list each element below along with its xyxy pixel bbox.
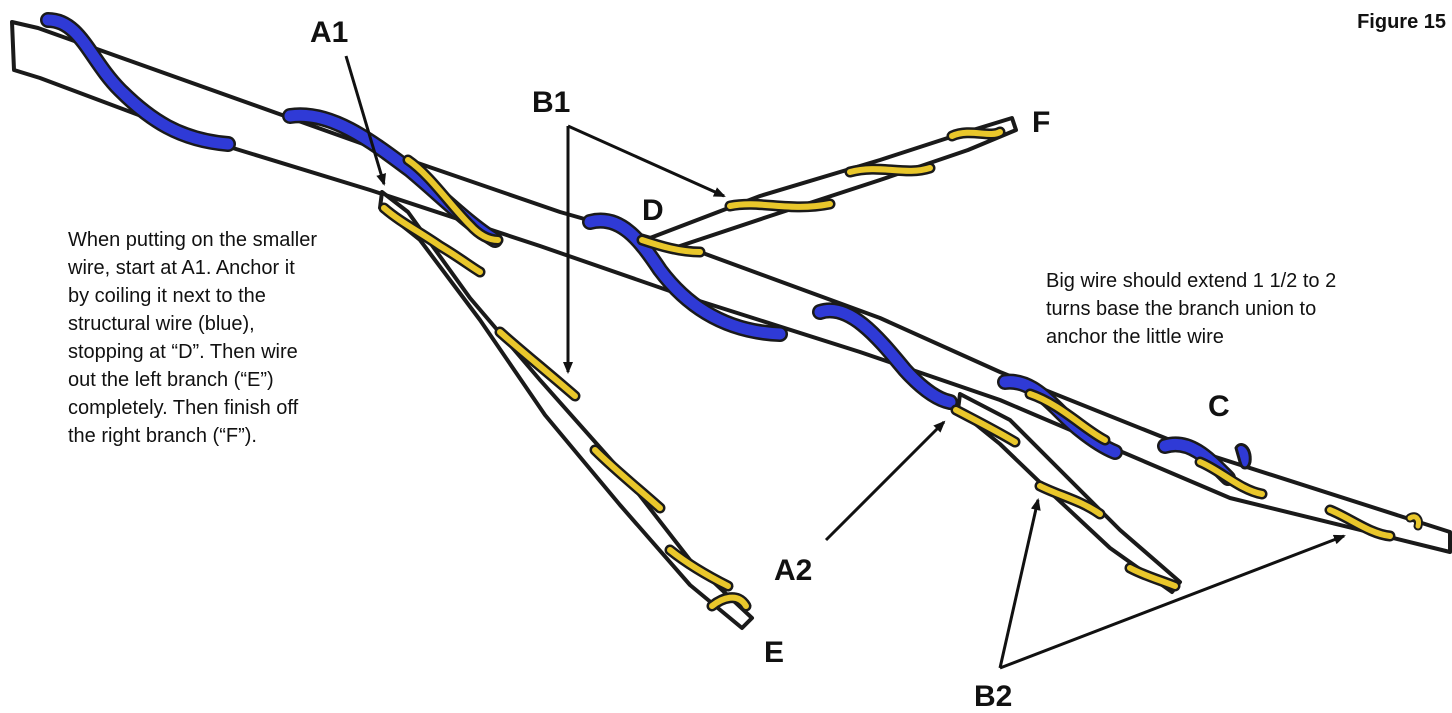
pointer-arrows: [344, 55, 1346, 670]
label-a2: A2: [774, 554, 812, 587]
note-left-line: wire, start at A1. Anchor it: [68, 257, 295, 279]
note-left-line: the right branch (“F”).: [68, 425, 257, 447]
label-d: D: [642, 194, 664, 227]
note-left-line: stopping at “D”. Then wire: [68, 341, 298, 363]
note-left-line: by coiling it next to the: [68, 285, 266, 307]
label-c: C: [1208, 390, 1230, 423]
arrow-b2-right: [999, 534, 1346, 670]
label-e: E: [764, 636, 784, 669]
arrow-b1-right: [567, 124, 726, 198]
branch-stub-c: [1234, 443, 1252, 470]
instruction-note-left: When putting on the smaller wire, start …: [68, 226, 317, 450]
label-b1: B1: [532, 86, 570, 119]
label-f: F: [1032, 106, 1050, 139]
note-left-line: completely. Then finish off: [68, 397, 299, 419]
point-labels: Figure 15 A1 B1 D F C A2 E B2: [310, 11, 1446, 713]
note-right-line: turns base the branch union to: [1046, 298, 1317, 320]
label-a1: A1: [310, 16, 348, 49]
note-left-line: out the left branch (“E”): [68, 369, 274, 391]
arrow-a1: [344, 55, 386, 186]
branch-e: [378, 190, 754, 630]
label-b2: B2: [974, 680, 1012, 713]
note-right-line: anchor the little wire: [1046, 326, 1224, 348]
arrow-b2-left: [998, 498, 1041, 669]
instruction-note-right: Big wire should extend 1 1/2 to 2 turns …: [1046, 267, 1336, 351]
arrow-a2: [824, 420, 946, 542]
note-left-line: When putting on the smaller: [68, 229, 318, 251]
small-wire: [378, 126, 1423, 612]
branch-f: [648, 116, 1018, 252]
note-left-line: structural wire (blue),: [68, 313, 255, 335]
figure-label: Figure 15: [1357, 11, 1446, 33]
note-right-line: Big wire should extend 1 1/2 to 2: [1046, 270, 1337, 292]
